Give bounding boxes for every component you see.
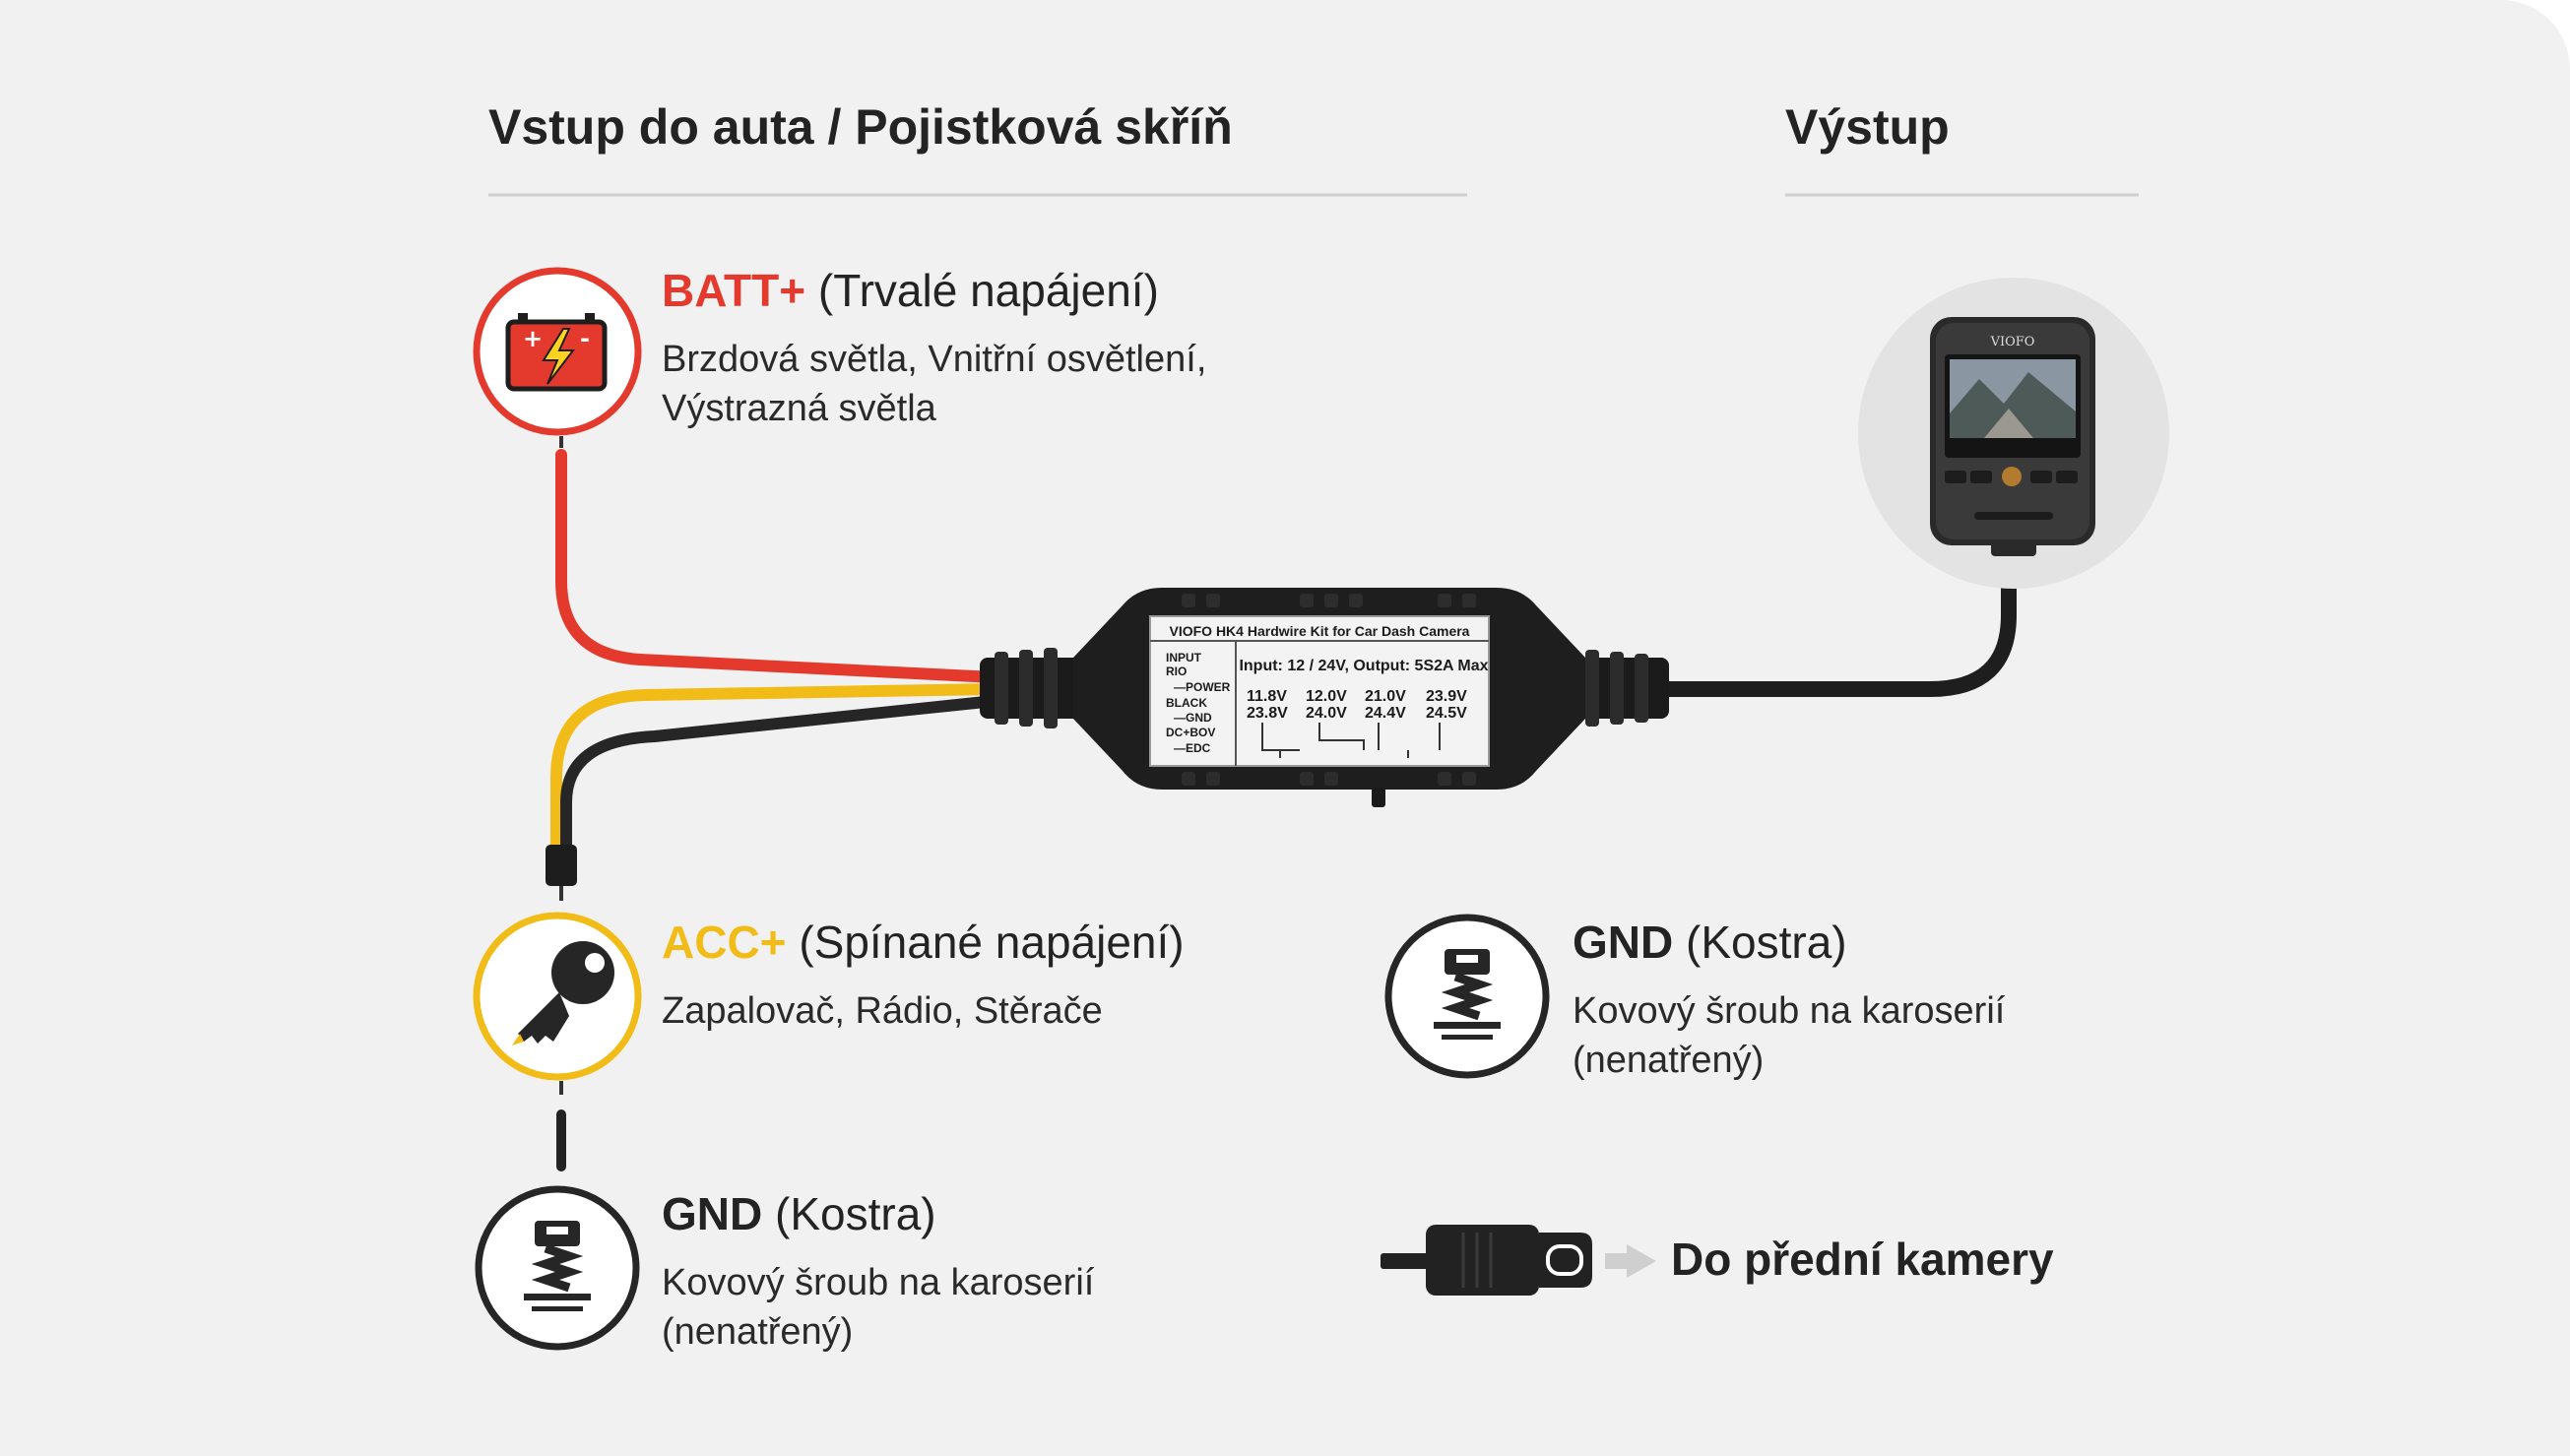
car-battery-icon: + - xyxy=(473,267,642,436)
batt-desc-1: Brzdová světla, Vnitřní osvětlení, xyxy=(662,339,1207,380)
output-cable xyxy=(1651,538,2017,697)
gnd-left-paren: (Kostra) xyxy=(775,1188,936,1239)
acc-name: ACC+ xyxy=(662,917,787,968)
svg-text:21.0V: 21.0V xyxy=(1365,688,1406,705)
gnd-right-desc-1: Kovový šroub na karoserií xyxy=(1573,990,2006,1032)
kit-input-1: RIO xyxy=(1166,665,1187,678)
kit-title: VIOFO HK4 Hardwire Kit for Car Dash Came… xyxy=(1170,623,1470,639)
output-label: Do přední kamery xyxy=(1671,1234,2054,1285)
kit-input-6: —EDC xyxy=(1174,741,1211,755)
batt-name: BATT+ xyxy=(662,265,806,316)
gnd-right-name: GND xyxy=(1573,917,1674,968)
gnd-right-paren: (Kostra) xyxy=(1686,917,1847,968)
kit-voltages: 11.8V 12.0V 21.0V 23.9V 23.8V 24.0V 24.4… xyxy=(1247,688,1467,722)
hardwire-switch xyxy=(1372,788,1385,807)
svg-text:24.5V: 24.5V xyxy=(1426,705,1467,722)
svg-text:+: + xyxy=(523,325,543,352)
svg-text:23.8V: 23.8V xyxy=(1247,705,1288,722)
dash-camera-icon: VIOFO xyxy=(1858,278,2169,589)
acc-title: ACC+ (Spínané napájení) xyxy=(662,916,1185,969)
gnd-left-desc-2: (nenatřený) xyxy=(662,1311,854,1353)
gnd-left-desc-1: Kovový šroub na karoserií xyxy=(662,1262,1095,1303)
acc-wire xyxy=(550,683,1000,853)
kit-dip-lines xyxy=(1261,723,1441,758)
ground-screw-icon-right xyxy=(1384,914,1550,1079)
gnd-left-title: GND (Kostra) xyxy=(662,1187,936,1240)
hardwire-kit-ridges xyxy=(1182,594,1476,786)
camera-brand: VIOFO xyxy=(1990,335,2035,349)
gnd-right-title: GND (Kostra) xyxy=(1573,916,1847,969)
batt-paren: (Trvalé napájení) xyxy=(817,265,1159,316)
kit-input-4: —GND xyxy=(1174,711,1212,725)
acc-desc-1: Zapalovač, Rádio, Stěrače xyxy=(662,990,1103,1032)
svg-text:24.4V: 24.4V xyxy=(1365,705,1406,722)
batt-wire xyxy=(555,449,1000,683)
batt-desc-2: Výstrazná světla xyxy=(662,388,936,429)
gnd-right-desc-2: (nenatřený) xyxy=(1573,1040,1765,1081)
kit-input-0: INPUT xyxy=(1166,651,1202,665)
acc-paren: (Spínané napájení) xyxy=(799,917,1185,968)
kit-spec: Input: 12 / 24V, Output: 5S2A Max xyxy=(1239,658,1488,674)
input-heading: Vstup do auta / Pojistková skříň xyxy=(488,99,1233,155)
svg-text:23.9V: 23.9V xyxy=(1426,688,1467,705)
svg-text:24.0V: 24.0V xyxy=(1306,705,1347,722)
gnd-left-name: GND xyxy=(662,1188,763,1239)
kit-input-5: DC+BOV xyxy=(1166,726,1215,739)
usb-c-plug-icon xyxy=(1381,1225,1656,1296)
strain-relief-left xyxy=(980,648,1093,728)
kit-input-2: —POWER xyxy=(1174,680,1231,694)
svg-text:11.8V: 11.8V xyxy=(1247,688,1287,705)
ignition-key-icon xyxy=(473,912,642,1081)
output-heading: Výstup xyxy=(1785,99,1950,155)
kit-input-3: BLACK xyxy=(1166,696,1207,710)
gnd-wire xyxy=(560,695,1000,853)
batt-title: BATT+ (Trvalé napájení) xyxy=(662,264,1159,317)
wire-end-sleeve xyxy=(546,845,577,886)
svg-text:12.0V: 12.0V xyxy=(1306,688,1347,705)
ground-screw-icon xyxy=(475,1185,640,1351)
svg-text:-: - xyxy=(580,325,590,352)
